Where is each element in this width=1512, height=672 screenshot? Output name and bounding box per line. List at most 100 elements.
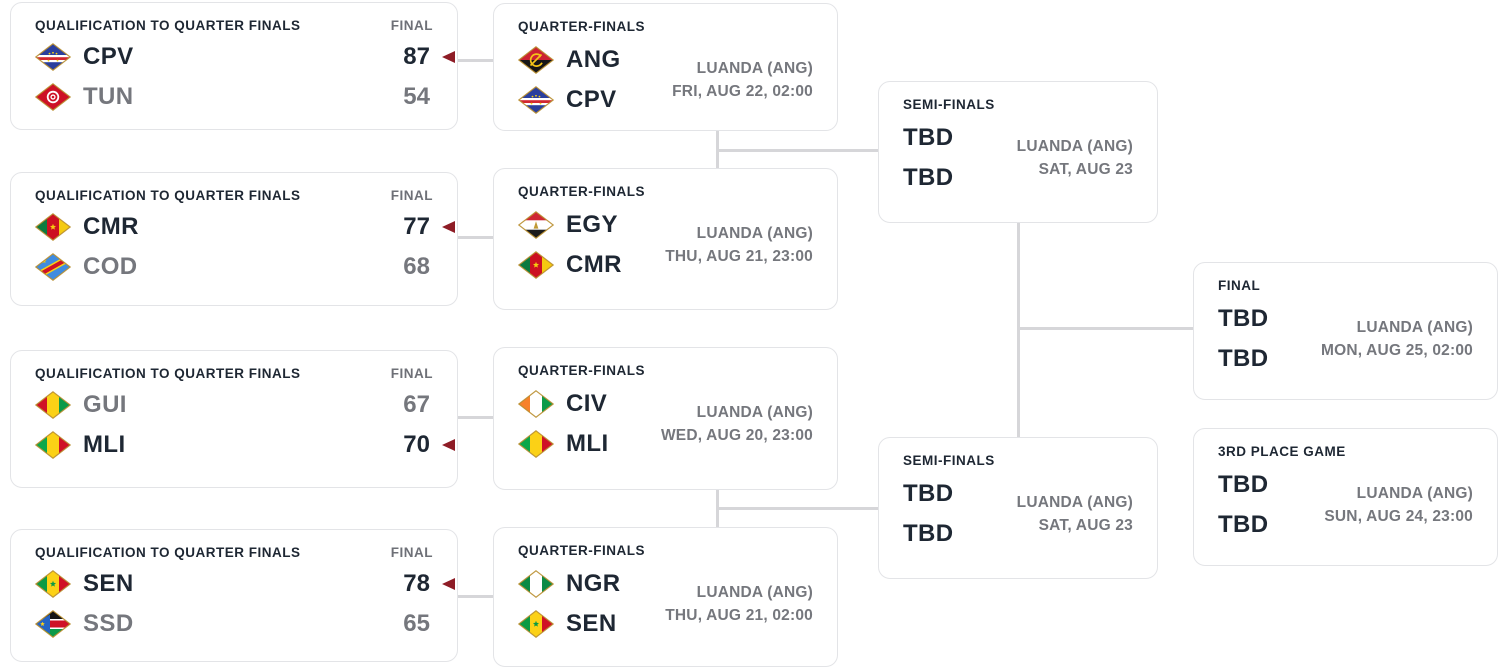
- team-abbr: TBD: [903, 164, 954, 191]
- venue-datetime: SUN, AUG 24, 23:00: [1324, 508, 1473, 525]
- team-score: 77: [403, 213, 430, 240]
- final-match[interactable]: FINAL TBD TBD LUANDA (ANG) MON, AUG 25, …: [1193, 262, 1498, 400]
- qualification-match-4[interactable]: QUALIFICATION TO QUARTER FINALS FINAL SE…: [10, 529, 458, 662]
- team-row: CPV 87: [11, 37, 457, 77]
- connector-line: [458, 416, 494, 419]
- team-abbr: SSD: [83, 610, 134, 637]
- team-abbr: TBD: [903, 480, 954, 507]
- team-abbr: COD: [83, 253, 138, 280]
- connector-line: [458, 236, 494, 239]
- team-row: EGY: [518, 205, 622, 245]
- venue-location: LUANDA (ANG): [1016, 493, 1133, 511]
- match-title: SEMI-FINALS: [903, 453, 995, 468]
- qualification-match-3[interactable]: QUALIFICATION TO QUARTER FINALS FINAL GU…: [10, 350, 458, 488]
- winner-arrow-icon: [442, 221, 455, 233]
- team-abbr: NGR: [566, 570, 621, 597]
- team-row: TUN 54: [11, 77, 457, 117]
- team-row: SEN: [518, 604, 621, 644]
- team-abbr: SEN: [566, 610, 617, 637]
- flag-sen-icon: [35, 570, 72, 598]
- match-status: FINAL: [390, 18, 433, 33]
- quarterfinal-match-1[interactable]: QUARTER-FINALS ANG CPV LUANDA (ANG) FRI,…: [493, 3, 838, 131]
- team-abbr: MLI: [566, 430, 609, 457]
- match-title: QUARTER-FINALS: [518, 363, 645, 378]
- team-row: TBD: [1218, 339, 1269, 379]
- team-abbr: MLI: [83, 431, 126, 458]
- flag-mli-icon: [518, 430, 555, 458]
- match-status: FINAL: [390, 366, 433, 381]
- winner-arrow-icon: [442, 51, 455, 63]
- team-row: CMR: [518, 245, 622, 285]
- connector-line: [716, 507, 879, 510]
- team-abbr: CMR: [83, 213, 139, 240]
- team-score: 87: [403, 43, 430, 70]
- team-abbr: ANG: [566, 46, 621, 73]
- match-title: QUARTER-FINALS: [518, 184, 645, 199]
- team-score: 78: [403, 570, 430, 597]
- semifinal-match-1[interactable]: SEMI-FINALS TBD TBD LUANDA (ANG) SAT, AU…: [878, 81, 1158, 223]
- team-abbr: TBD: [1218, 345, 1269, 372]
- team-row: CIV: [518, 384, 609, 424]
- team-abbr: CPV: [83, 43, 134, 70]
- team-row: TBD: [1218, 505, 1269, 545]
- team-row: COD 68: [11, 247, 457, 287]
- flag-tun-icon: [35, 83, 72, 111]
- venue-datetime: WED, AUG 20, 23:00: [660, 427, 813, 444]
- flag-gui-icon: [35, 391, 72, 419]
- match-status: FINAL: [390, 188, 433, 203]
- flag-cod-icon: [35, 253, 72, 281]
- team-row: TBD: [1218, 299, 1269, 339]
- flag-egy-icon: [518, 211, 555, 239]
- team-score: 70: [403, 431, 430, 458]
- match-title: QUARTER-FINALS: [518, 543, 645, 558]
- quarterfinal-match-3[interactable]: QUARTER-FINALS CIV MLI LUANDA (ANG) WED,…: [493, 347, 838, 490]
- connector-line: [1017, 327, 1194, 330]
- venue-location: LUANDA (ANG): [1356, 484, 1473, 502]
- team-abbr: TBD: [903, 520, 954, 547]
- flag-cmr-icon: [35, 213, 72, 241]
- flag-ngr-icon: [518, 570, 555, 598]
- flag-sen-icon: [518, 610, 555, 638]
- quarterfinal-match-4[interactable]: QUARTER-FINALS NGR SEN LUANDA (ANG) THU,…: [493, 527, 838, 667]
- match-title: QUALIFICATION TO QUARTER FINALS: [35, 545, 301, 560]
- team-abbr: TUN: [83, 83, 134, 110]
- match-status: FINAL: [390, 545, 433, 560]
- connector-line: [458, 59, 494, 62]
- team-abbr: CIV: [566, 390, 608, 417]
- connector-line: [1017, 223, 1020, 438]
- winner-arrow-icon: [442, 439, 455, 451]
- venue-datetime: SAT, AUG 23: [1038, 517, 1133, 534]
- match-title: 3RD PLACE GAME: [1218, 444, 1346, 459]
- flag-mli-icon: [35, 431, 72, 459]
- quarterfinal-match-2[interactable]: QUARTER-FINALS EGY CMR LUANDA (ANG) THU,…: [493, 168, 838, 310]
- team-row: TBD: [903, 474, 954, 514]
- venue-datetime: THU, AUG 21, 23:00: [665, 248, 813, 265]
- team-row: TBD: [903, 514, 954, 554]
- team-abbr: EGY: [566, 211, 618, 238]
- venue-location: LUANDA (ANG): [1356, 318, 1473, 336]
- team-abbr: TBD: [1218, 511, 1269, 538]
- venue-datetime: MON, AUG 25, 02:00: [1320, 342, 1473, 359]
- qualification-match-2[interactable]: QUALIFICATION TO QUARTER FINALS FINAL CM…: [10, 172, 458, 306]
- team-row: TBD: [903, 158, 954, 198]
- match-title: FINAL: [1218, 278, 1261, 293]
- connector-line: [716, 149, 879, 152]
- venue-location: LUANDA (ANG): [1016, 137, 1133, 155]
- flag-cpv-icon: [35, 43, 72, 71]
- winner-arrow-icon: [442, 578, 455, 590]
- qualification-match-1[interactable]: QUALIFICATION TO QUARTER FINALS FINAL CP…: [10, 2, 458, 130]
- team-row: SEN 78: [11, 564, 457, 604]
- team-row: CMR 77: [11, 207, 457, 247]
- team-abbr: TBD: [1218, 305, 1269, 332]
- semifinal-match-2[interactable]: SEMI-FINALS TBD TBD LUANDA (ANG) SAT, AU…: [878, 437, 1158, 579]
- team-score: 54: [403, 83, 430, 110]
- team-score: 68: [403, 253, 430, 280]
- team-row: MLI 70: [11, 425, 457, 465]
- team-row: SSD 65: [11, 604, 457, 644]
- match-title: SEMI-FINALS: [903, 97, 995, 112]
- team-row: CPV: [518, 80, 621, 120]
- match-title: QUALIFICATION TO QUARTER FINALS: [35, 18, 301, 33]
- team-abbr: GUI: [83, 391, 127, 418]
- third-place-match[interactable]: 3RD PLACE GAME TBD TBD LUANDA (ANG) SUN,…: [1193, 428, 1498, 566]
